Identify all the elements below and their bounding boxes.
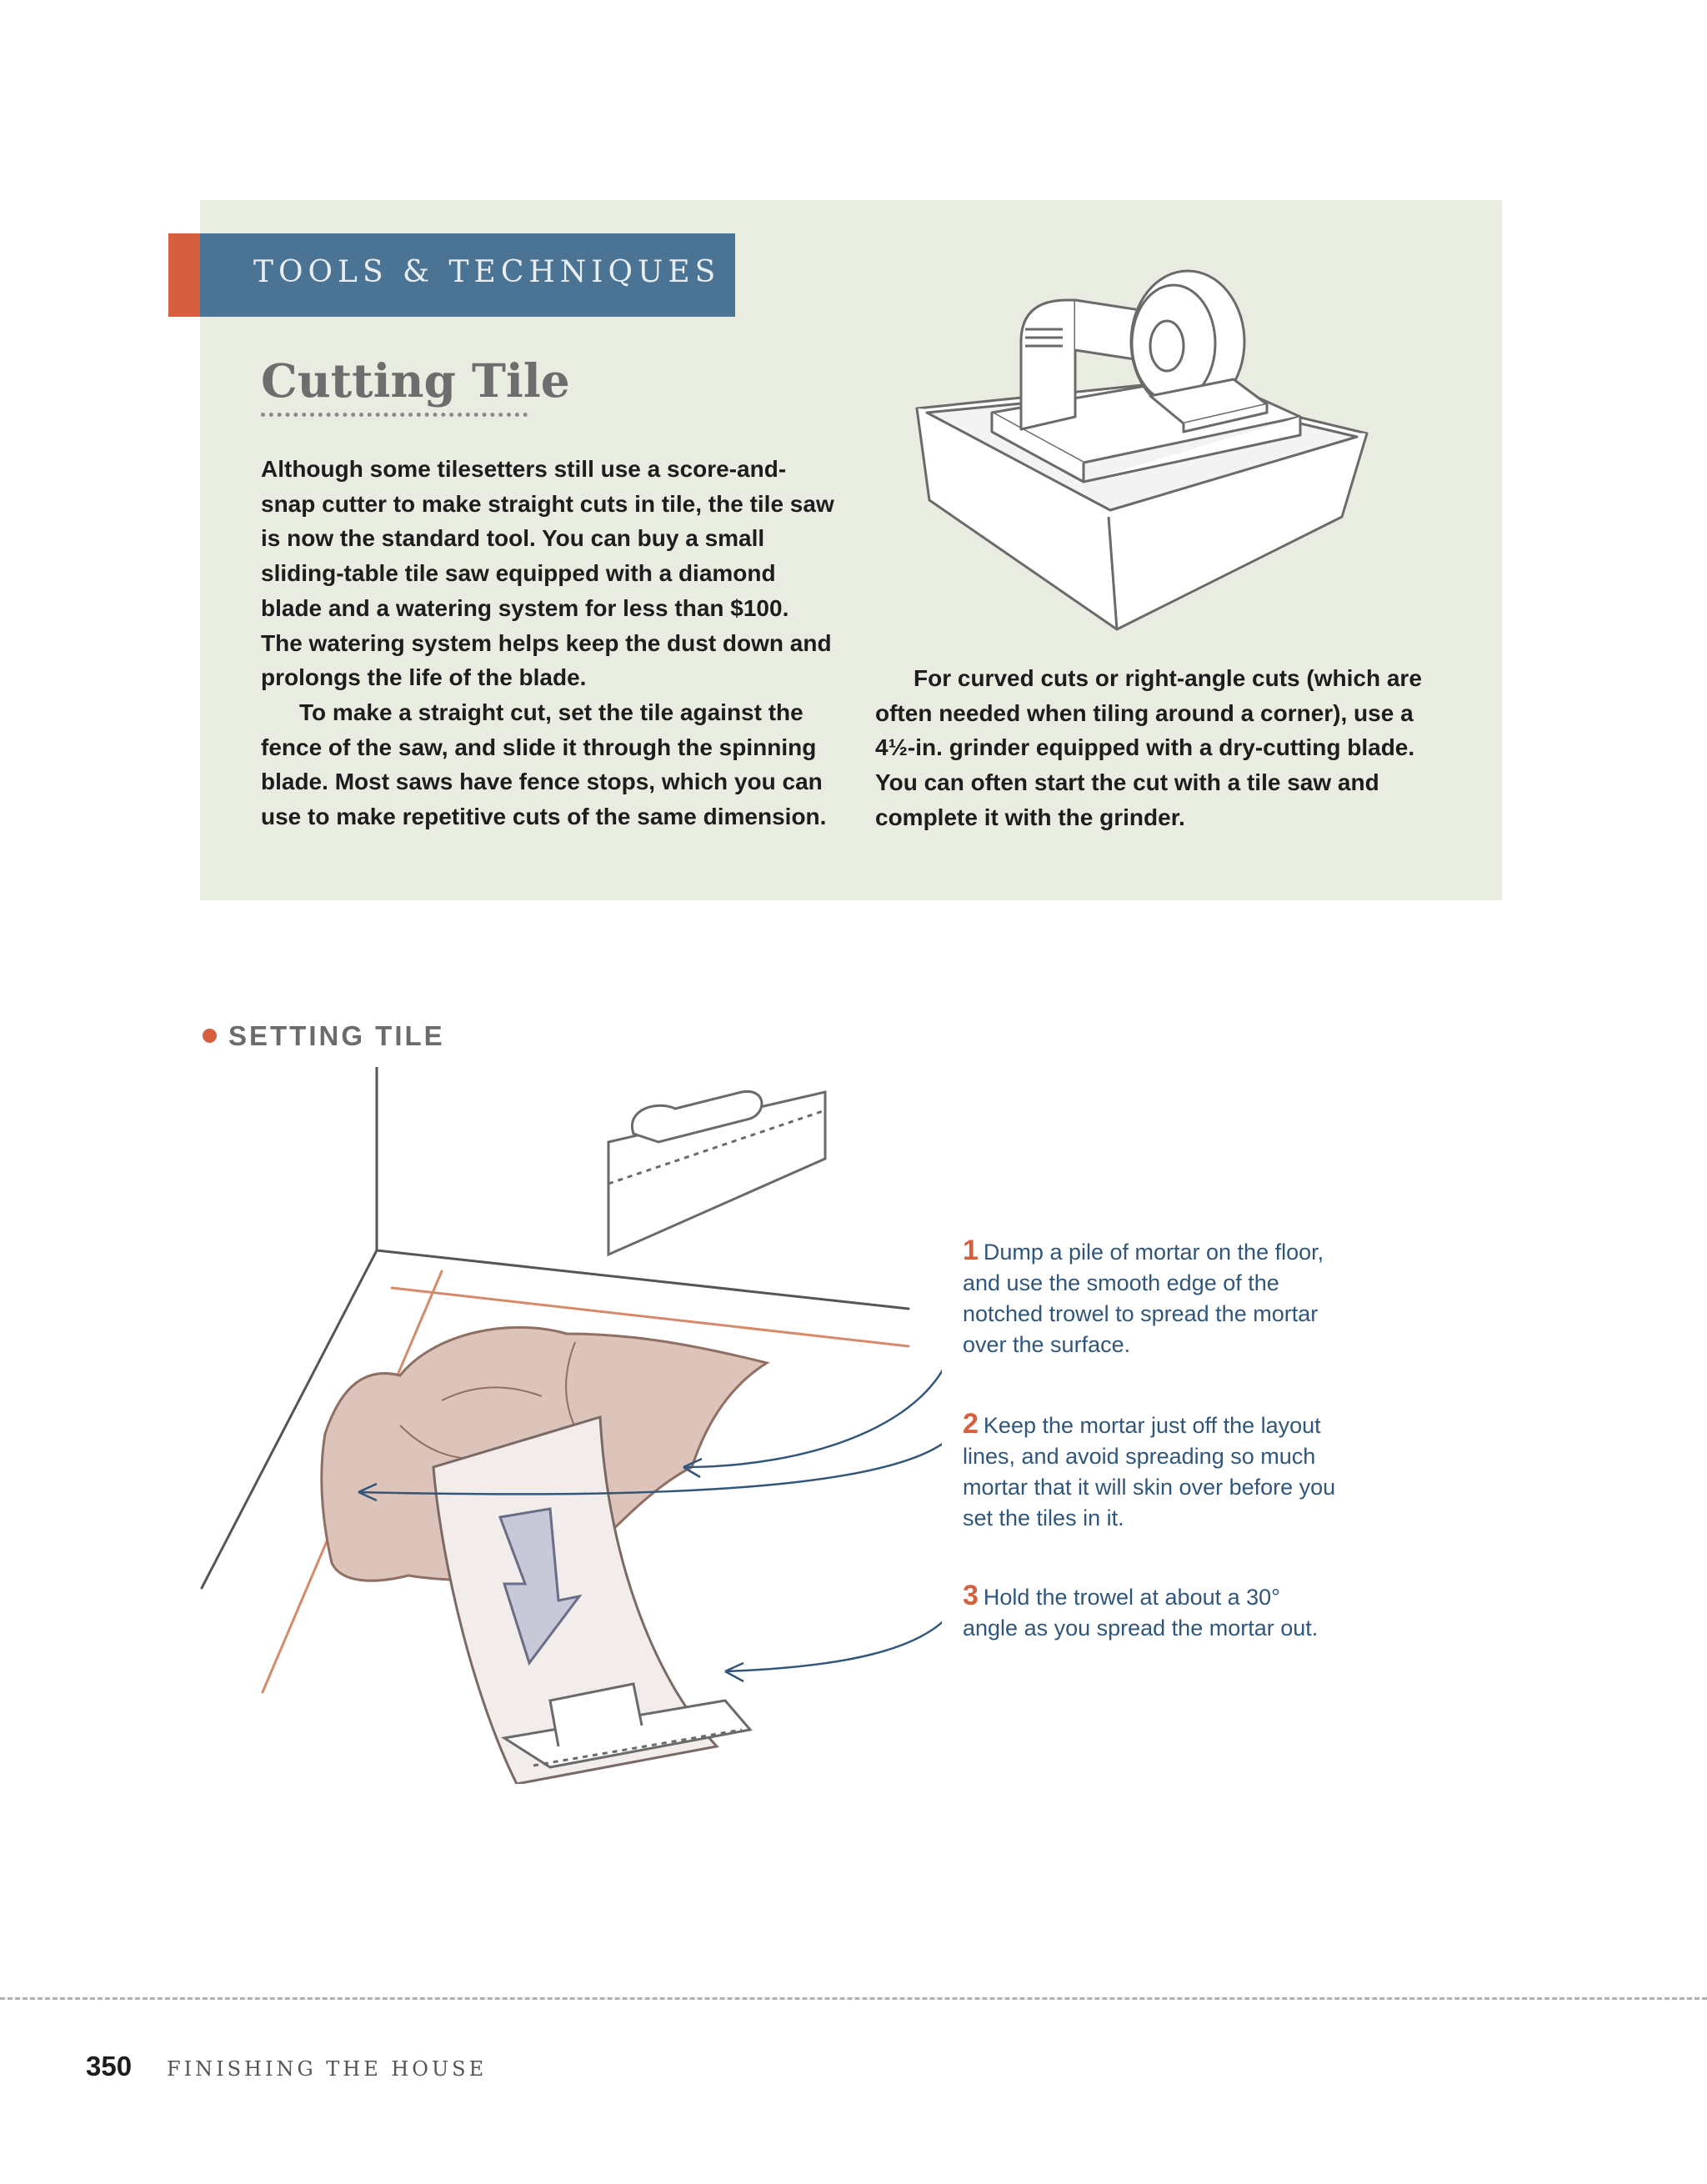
sidebar-title: Cutting Tile — [261, 353, 570, 408]
label-text: TOOLS & TECHNIQUES — [253, 255, 721, 289]
step-number: 2 — [963, 1408, 979, 1440]
running-head: FINISHING THE HOUSE — [167, 2057, 488, 2081]
paragraph-2: To make a straight cut, set the tile aga… — [261, 699, 827, 830]
tools-techniques-label: TOOLS & TECHNIQUES — [168, 233, 735, 317]
page-number: 350 — [86, 2051, 133, 2081]
step-number: 1 — [963, 1235, 979, 1266]
setting-tile-illustration — [200, 1067, 942, 1784]
tile-saw-illustration — [915, 269, 1369, 631]
title-dotted-rule — [261, 413, 528, 417]
step-number: 3 — [963, 1580, 979, 1611]
step-text: Hold the trowel at about a 30° angle as … — [963, 1585, 1319, 1641]
step-text: Dump a pile of mortar on the floor, and … — [963, 1240, 1324, 1357]
sidebar-right-column: For curved cuts or right-angle cuts (whi… — [875, 661, 1459, 835]
sidebar-left-column: Although some tilesetters still use a sc… — [261, 452, 836, 834]
section-heading-text: SETTING TILE — [228, 1020, 445, 1051]
paragraph-1: Although some tilesetters still use a sc… — [261, 456, 834, 691]
footer-dashed-rule — [0, 1997, 1707, 2000]
step-text: Keep the mortar just off the layout line… — [963, 1413, 1336, 1530]
section-heading: SETTING TILE — [203, 1020, 445, 1052]
bullet-dot — [203, 1028, 217, 1043]
tools-techniques-panel — [200, 200, 1502, 900]
label-accent-tab — [168, 233, 200, 317]
paragraph-3: For curved cuts or right-angle cuts (whi… — [875, 665, 1422, 830]
